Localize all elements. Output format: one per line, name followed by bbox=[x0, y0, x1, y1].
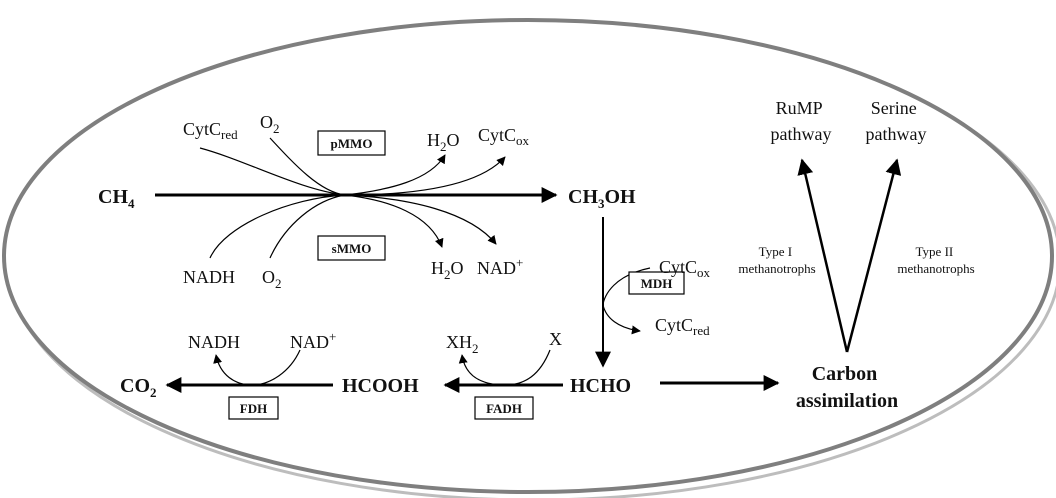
pmmo-label: pMMO bbox=[331, 136, 373, 151]
cytc-red-top: CytCred bbox=[183, 119, 238, 142]
cell-outline bbox=[2, 18, 1054, 494]
cytc-ox-mdh: CytCox bbox=[659, 257, 711, 280]
pmmo-box bbox=[317, 130, 386, 156]
fadh-label: FADH bbox=[486, 401, 522, 416]
type-i-methanotrophs-label: Type I methanotrophs bbox=[738, 244, 815, 276]
h2o-bottom: H2O bbox=[431, 258, 464, 282]
arrow-fdh-to-nadh bbox=[213, 354, 253, 386]
co2-label: CO2 bbox=[120, 375, 157, 400]
nadh-bottom: NADH bbox=[183, 267, 235, 287]
mdh-label: MDH bbox=[641, 276, 673, 291]
ch4-label: CH4 bbox=[98, 186, 135, 211]
carbon-assimilation-label: Carbon assimilation bbox=[796, 363, 898, 412]
serine-pathway-label: Serine pathway bbox=[866, 98, 927, 144]
cytc-red-mdh: CytCred bbox=[655, 315, 710, 338]
x-label: X bbox=[549, 329, 562, 349]
xh2-label: XH2 bbox=[446, 332, 479, 356]
arrow-nad-into-fdh bbox=[251, 349, 301, 386]
smmo-label: sMMO bbox=[332, 241, 372, 256]
smmo-box bbox=[317, 235, 386, 261]
arrow-fadh-to-xh2 bbox=[458, 354, 506, 386]
arrow-pmmo-to-cytc-ox bbox=[344, 156, 506, 196]
arrow-mdh-to-cytc-red bbox=[602, 304, 641, 335]
o2-bottom: O2 bbox=[262, 267, 282, 291]
nadh-fdh-label: NADH bbox=[188, 332, 240, 352]
arrow-x-into-fadh bbox=[504, 349, 551, 386]
cytc-ox-top: CytCox bbox=[478, 125, 530, 148]
nad-plus-fdh-label: NAD+ bbox=[290, 329, 336, 352]
o2-top: O2 bbox=[260, 112, 280, 136]
h2o-top: H2O bbox=[427, 130, 460, 154]
arrow-nadh-into-smmo bbox=[209, 194, 346, 259]
arrow-cytc-ox-into-mdh bbox=[602, 267, 651, 306]
mdh-box bbox=[628, 271, 685, 295]
arrow-smmo-to-nad bbox=[344, 194, 497, 245]
arrow-cytc-red-into-pmmo bbox=[199, 147, 346, 196]
arrow-to-rump-pathway bbox=[797, 158, 849, 353]
type-ii-methanotrophs-label: Type II methanotrophs bbox=[897, 244, 974, 276]
arrow-o2-into-smmo bbox=[269, 194, 346, 259]
nad-plus-bottom: NAD+ bbox=[477, 255, 523, 278]
hcho-label: HCHO bbox=[570, 375, 631, 397]
arrow-to-serine-pathway bbox=[845, 158, 902, 353]
ch3oh-label: CH3OH bbox=[568, 186, 636, 211]
rump-pathway-label: RuMP pathway bbox=[771, 98, 832, 144]
arrow-o2-into-pmmo bbox=[269, 137, 346, 196]
arrow-smmo-to-h2o bbox=[344, 194, 444, 248]
arrow-pmmo-to-h2o bbox=[344, 154, 446, 196]
fdh-box bbox=[228, 396, 279, 420]
fadh-box bbox=[474, 396, 534, 420]
hcooh-label: HCOOH bbox=[342, 375, 419, 397]
fdh-label: FDH bbox=[240, 401, 267, 416]
